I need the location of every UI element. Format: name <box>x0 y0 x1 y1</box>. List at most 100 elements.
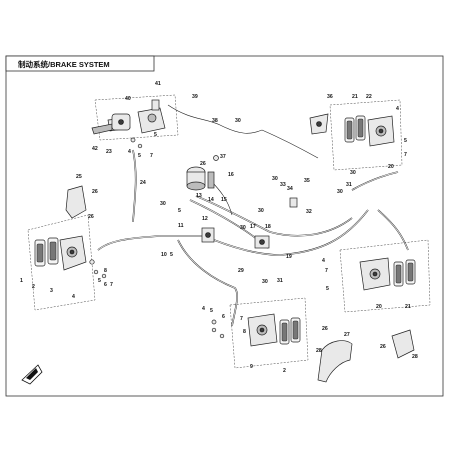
part-callout-l25: 25 <box>76 174 82 180</box>
part-callout-l9: 9 <box>250 364 253 370</box>
part-callout-l24: 24 <box>140 180 146 186</box>
part-callout-l4c: 4 <box>396 106 399 112</box>
part-callout-l30d: 30 <box>337 189 343 195</box>
part-callout-l18: 18 <box>265 224 271 230</box>
diagram-frame <box>5 55 444 397</box>
line-to-bottom-caliper <box>177 239 238 327</box>
brake-lines <box>97 104 409 327</box>
part-callout-l26a: 26 <box>92 189 98 195</box>
part-callout-l26e: 26 <box>380 344 386 350</box>
outline-bottom-caliper <box>229 297 309 369</box>
line-rear-upper-caliper <box>351 171 399 191</box>
part-callout-l28a: 28 <box>316 348 322 354</box>
part-callout-l22: 22 <box>366 94 372 100</box>
part-callout-l30h: 30 <box>262 279 268 285</box>
guard-25 <box>65 185 87 219</box>
part-callout-l6a: 6 <box>104 282 107 288</box>
part-callout-l2a: 2 <box>32 284 35 290</box>
part-callout-l30a: 30 <box>235 118 241 124</box>
part-callout-l41: 41 <box>155 81 161 87</box>
part-callout-l3: 3 <box>50 288 53 294</box>
part-callout-l27: 27 <box>344 332 350 338</box>
center-valve <box>201 197 298 249</box>
part-callout-l19: 19 <box>286 254 292 260</box>
part-callout-l23: 23 <box>106 149 112 155</box>
part-callout-l1: 1 <box>20 278 23 284</box>
part-callout-l8b: 8 <box>243 329 246 335</box>
part-callout-l30e: 30 <box>272 176 278 182</box>
part-callout-l30g: 30 <box>240 225 246 231</box>
part-callout-l33: 33 <box>280 182 286 188</box>
part-callout-l30b: 30 <box>160 201 166 207</box>
part-callout-l20b: 20 <box>376 304 382 310</box>
part-callout-l15: 15 <box>221 197 227 203</box>
part-callout-l38: 38 <box>212 118 218 124</box>
outline-rear-lower-caliper <box>339 239 431 313</box>
part-callout-l34: 34 <box>287 186 293 192</box>
part-callout-l28b: 28 <box>412 354 418 360</box>
part-callout-l36: 36 <box>327 94 333 100</box>
part-callout-l4d: 4 <box>202 306 205 312</box>
part-callout-l7c: 7 <box>404 152 407 158</box>
part-callout-l5c: 5 <box>154 132 157 138</box>
part-callout-l5f: 5 <box>170 252 173 258</box>
part-callout-l40: 40 <box>125 96 131 102</box>
part-callout-l5b: 5 <box>138 153 141 159</box>
guard-28 <box>391 329 415 359</box>
part-callout-l30c: 30 <box>350 170 356 176</box>
part-callout-l30f: 30 <box>258 208 264 214</box>
assembly-outlines <box>27 94 431 369</box>
part-callout-l7e: 7 <box>325 268 328 274</box>
part-callout-l31b: 31 <box>277 278 283 284</box>
part-callout-l21a: 21 <box>352 94 358 100</box>
part-callout-l6b: 6 <box>222 314 225 320</box>
part-callout-l4e: 4 <box>322 258 325 264</box>
part-callout-l4a: 4 <box>72 294 75 300</box>
part-callout-l31a: 31 <box>346 182 352 188</box>
part-callout-l5d: 5 <box>178 208 181 214</box>
part-callout-l13: 13 <box>196 193 202 199</box>
diagram-title: 制动系统/BRAKE SYSTEM <box>18 59 110 69</box>
line-rear-main <box>213 209 369 256</box>
part-callout-l5h: 5 <box>326 286 329 292</box>
part-callout-l39: 39 <box>192 94 198 100</box>
part-callout-l37: 37 <box>220 154 226 160</box>
part-callout-l7b: 7 <box>150 153 153 159</box>
part-callout-l35: 35 <box>304 178 310 184</box>
part-callout-l2b: 2 <box>283 368 286 374</box>
part-callout-l7a: 7 <box>110 282 113 288</box>
bottom-caliper <box>211 313 301 347</box>
line-front-left <box>97 235 161 251</box>
part-callout-l12: 12 <box>202 216 208 222</box>
part-callout-l8a: 8 <box>104 268 107 274</box>
sensor-32 <box>289 197 298 208</box>
part-callout-l16: 16 <box>228 172 234 178</box>
part-callout-l26c: 26 <box>200 161 206 167</box>
cable-38 <box>167 104 263 134</box>
line-rear-upper <box>195 195 353 237</box>
master-cylinder <box>91 99 166 149</box>
part-callout-l21b: 21 <box>405 304 411 310</box>
part-callout-l14: 14 <box>208 197 214 203</box>
part-callout-l7d: 7 <box>240 316 243 322</box>
front-left-caliper <box>34 235 107 279</box>
outline-rear-upper-caliper <box>329 99 403 171</box>
guard-27 <box>317 340 353 383</box>
part-callout-l17: 17 <box>250 224 256 230</box>
guards <box>65 185 415 383</box>
rear-upper-caliper <box>309 113 395 147</box>
outline-front-left-caliper <box>27 214 96 311</box>
part-callout-l5a: 5 <box>98 278 101 284</box>
part-callout-l10: 10 <box>161 252 167 258</box>
part-callout-l26b: 26 <box>88 214 94 220</box>
outline-master-cylinder <box>94 94 179 141</box>
switch-41 <box>151 99 160 111</box>
part-callout-l20: 20 <box>388 164 394 170</box>
part-callout-l32: 32 <box>306 209 312 215</box>
part-callout-l42: 42 <box>92 146 98 152</box>
cable-38b <box>261 129 319 159</box>
part-callout-l5e: 5 <box>404 138 407 144</box>
